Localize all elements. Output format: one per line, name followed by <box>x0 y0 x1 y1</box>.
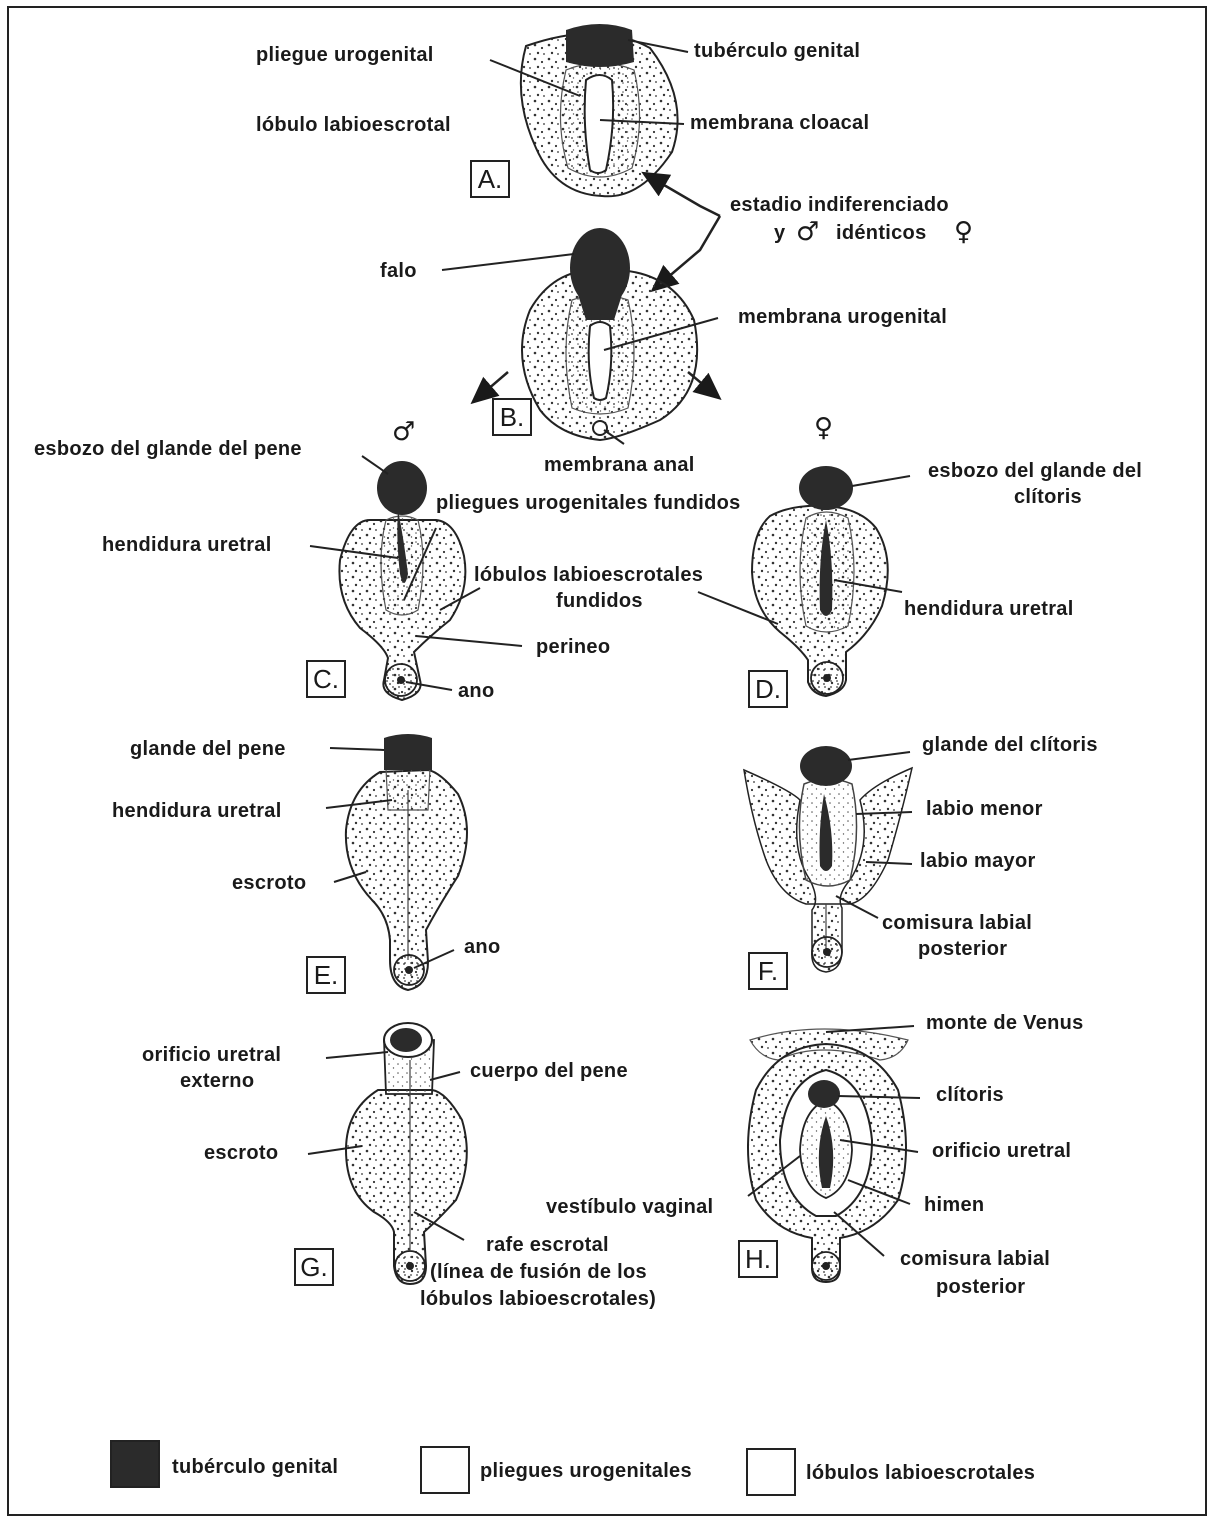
label-membrana-cloacal: membrana cloacal <box>690 110 869 137</box>
label-vestibulo-vaginal: vestíbulo vaginal <box>546 1194 713 1221</box>
panel-label-c: C. <box>306 660 346 698</box>
label-hendidura-uretral-e: hendidura uretral <box>112 798 282 825</box>
label-escroto-g: escroto <box>204 1140 278 1167</box>
label-glande-pene: glande del pene <box>130 736 286 763</box>
label-estadio-identicos: idénticos <box>836 220 927 247</box>
label-himen: himen <box>924 1192 984 1219</box>
label-hendidura-uretral-c: hendidura uretral <box>102 532 272 559</box>
label-esbozo-glande-pene: esbozo del glande del pene <box>34 436 302 463</box>
label-escroto-e: escroto <box>232 870 306 897</box>
label-membrana-urogenital: membrana urogenital <box>738 304 947 331</box>
legend-label-tuberculo: tubérculo genital <box>172 1454 338 1481</box>
label-comisura-h-2: posterior <box>936 1274 1025 1301</box>
male-symbol-ab: ♂ <box>796 218 819 246</box>
legend-label-lobulos: lóbulos labioescrotales <box>806 1460 1035 1487</box>
label-lobulos-fundidos-1: lóbulos labioescrotales <box>474 562 703 589</box>
female-symbol-d: ♀ <box>814 414 833 442</box>
label-pliegue-urogenital: pliegue urogenital <box>256 42 434 69</box>
label-estadio-y: y <box>774 220 785 247</box>
legend-swatch-tuberculo <box>110 1440 160 1488</box>
indifferent-stage-arrows <box>652 178 720 284</box>
female-symbol-ab: ♀ <box>954 218 973 246</box>
figure-e <box>326 734 467 990</box>
figure-g <box>308 1023 467 1284</box>
label-membrana-anal: membrana anal <box>544 452 695 479</box>
label-rafe-3: lóbulos labioescrotales) <box>420 1286 656 1313</box>
label-estadio-indiferenciado: estadio indiferenciado <box>730 192 949 219</box>
legend-swatch-lobulos <box>746 1448 796 1496</box>
label-lobulo-labioescrotal: lóbulo labioescrotal <box>256 112 451 139</box>
label-ano-c: ano <box>458 678 494 705</box>
label-orificio-uretral: orificio uretral <box>932 1138 1071 1165</box>
figure-b <box>442 228 718 444</box>
label-labio-menor: labio menor <box>926 796 1043 823</box>
panel-label-g: G. <box>294 1248 334 1286</box>
label-perineo: perineo <box>536 634 610 661</box>
label-esbozo-glande-clitoris-1: esbozo del glande del <box>928 458 1142 485</box>
label-hendidura-uretral-d: hendidura uretral <box>904 596 1074 623</box>
label-labio-mayor: labio mayor <box>920 848 1036 875</box>
label-ano-e: ano <box>464 934 500 961</box>
label-comisura-h-1: comisura labial <box>900 1246 1050 1273</box>
label-lobulos-fundidos-2: fundidos <box>556 588 643 615</box>
panel-label-f: F. <box>748 952 788 990</box>
panel-label-e: E. <box>306 956 346 994</box>
panel-label-a: A. <box>470 160 510 198</box>
panel-label-h: H. <box>738 1240 778 1278</box>
label-rafe-1: rafe escrotal <box>486 1232 609 1259</box>
legend-label-pliegues: pliegues urogenitales <box>480 1458 692 1485</box>
label-comisura-f-1: comisura labial <box>882 910 1032 937</box>
male-symbol-c: ♂ <box>392 418 415 446</box>
label-clitoris: clítoris <box>936 1082 1004 1109</box>
label-comisura-f-2: posterior <box>918 936 1007 963</box>
figure-a <box>490 24 688 196</box>
label-tuberculo-genital: tubérculo genital <box>694 38 860 65</box>
panel-label-d: D. <box>748 670 788 708</box>
label-glande-clitoris: glande del clítoris <box>922 732 1098 759</box>
label-esbozo-glande-clitoris-2: clítoris <box>1014 484 1082 511</box>
label-orificio-ext-1: orificio uretral <box>142 1042 281 1069</box>
legend-swatch-pliegues <box>420 1446 470 1494</box>
label-cuerpo-pene: cuerpo del pene <box>470 1058 628 1085</box>
label-rafe-2: (línea de fusión de los <box>430 1259 647 1286</box>
label-monte-venus: monte de Venus <box>926 1010 1084 1037</box>
label-orificio-ext-2: externo <box>180 1068 254 1095</box>
figure-f <box>744 746 912 972</box>
label-pliegues-fundidos: pliegues urogenitales fundidos <box>436 490 741 517</box>
label-falo: falo <box>380 258 417 285</box>
panel-label-b: B. <box>492 398 532 436</box>
